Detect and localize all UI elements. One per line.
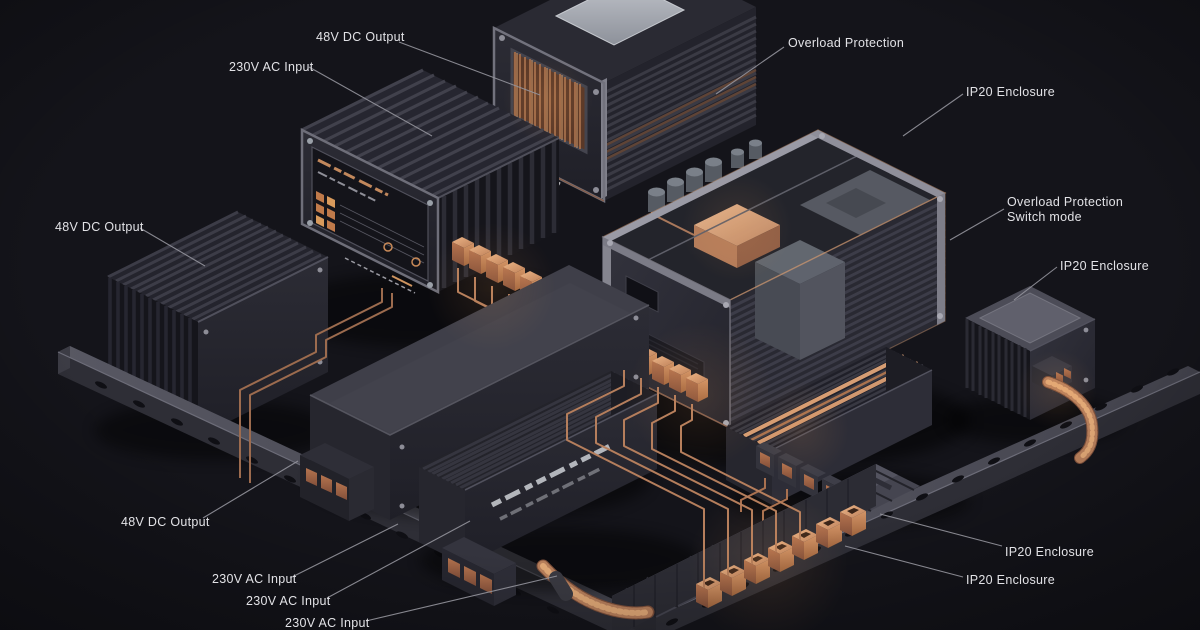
label-ac-input-top: 230V AC Input — [229, 60, 314, 74]
label-dc-output-bottom: 48V DC Output — [121, 515, 210, 529]
label-dc-output-left: 48V DC Output — [55, 220, 144, 234]
label-ac-input-b2: 230V AC Input — [246, 594, 331, 608]
callout-labels: 48V DC Output 230V AC Input Overload Pro… — [55, 30, 1149, 630]
label-ac-input-b3: 230V AC Input — [285, 616, 370, 630]
label-ip20-b2: IP20 Enclosure — [966, 573, 1055, 587]
label-ip20-top: IP20 Enclosure — [966, 85, 1055, 99]
label-overload-right-1: Overload Protection — [1007, 195, 1123, 209]
label-ac-input-b1: 230V AC Input — [212, 572, 297, 586]
label-ip20-b1: IP20 Enclosure — [1005, 545, 1094, 559]
label-overload-top: Overload Protection — [788, 36, 904, 50]
callout-leader-lines — [139, 41, 1058, 622]
label-overload-right-2: Switch mode — [1007, 210, 1082, 224]
label-dc-output-top: 48V DC Output — [316, 30, 405, 44]
label-ip20-right: IP20 Enclosure — [1060, 259, 1149, 273]
